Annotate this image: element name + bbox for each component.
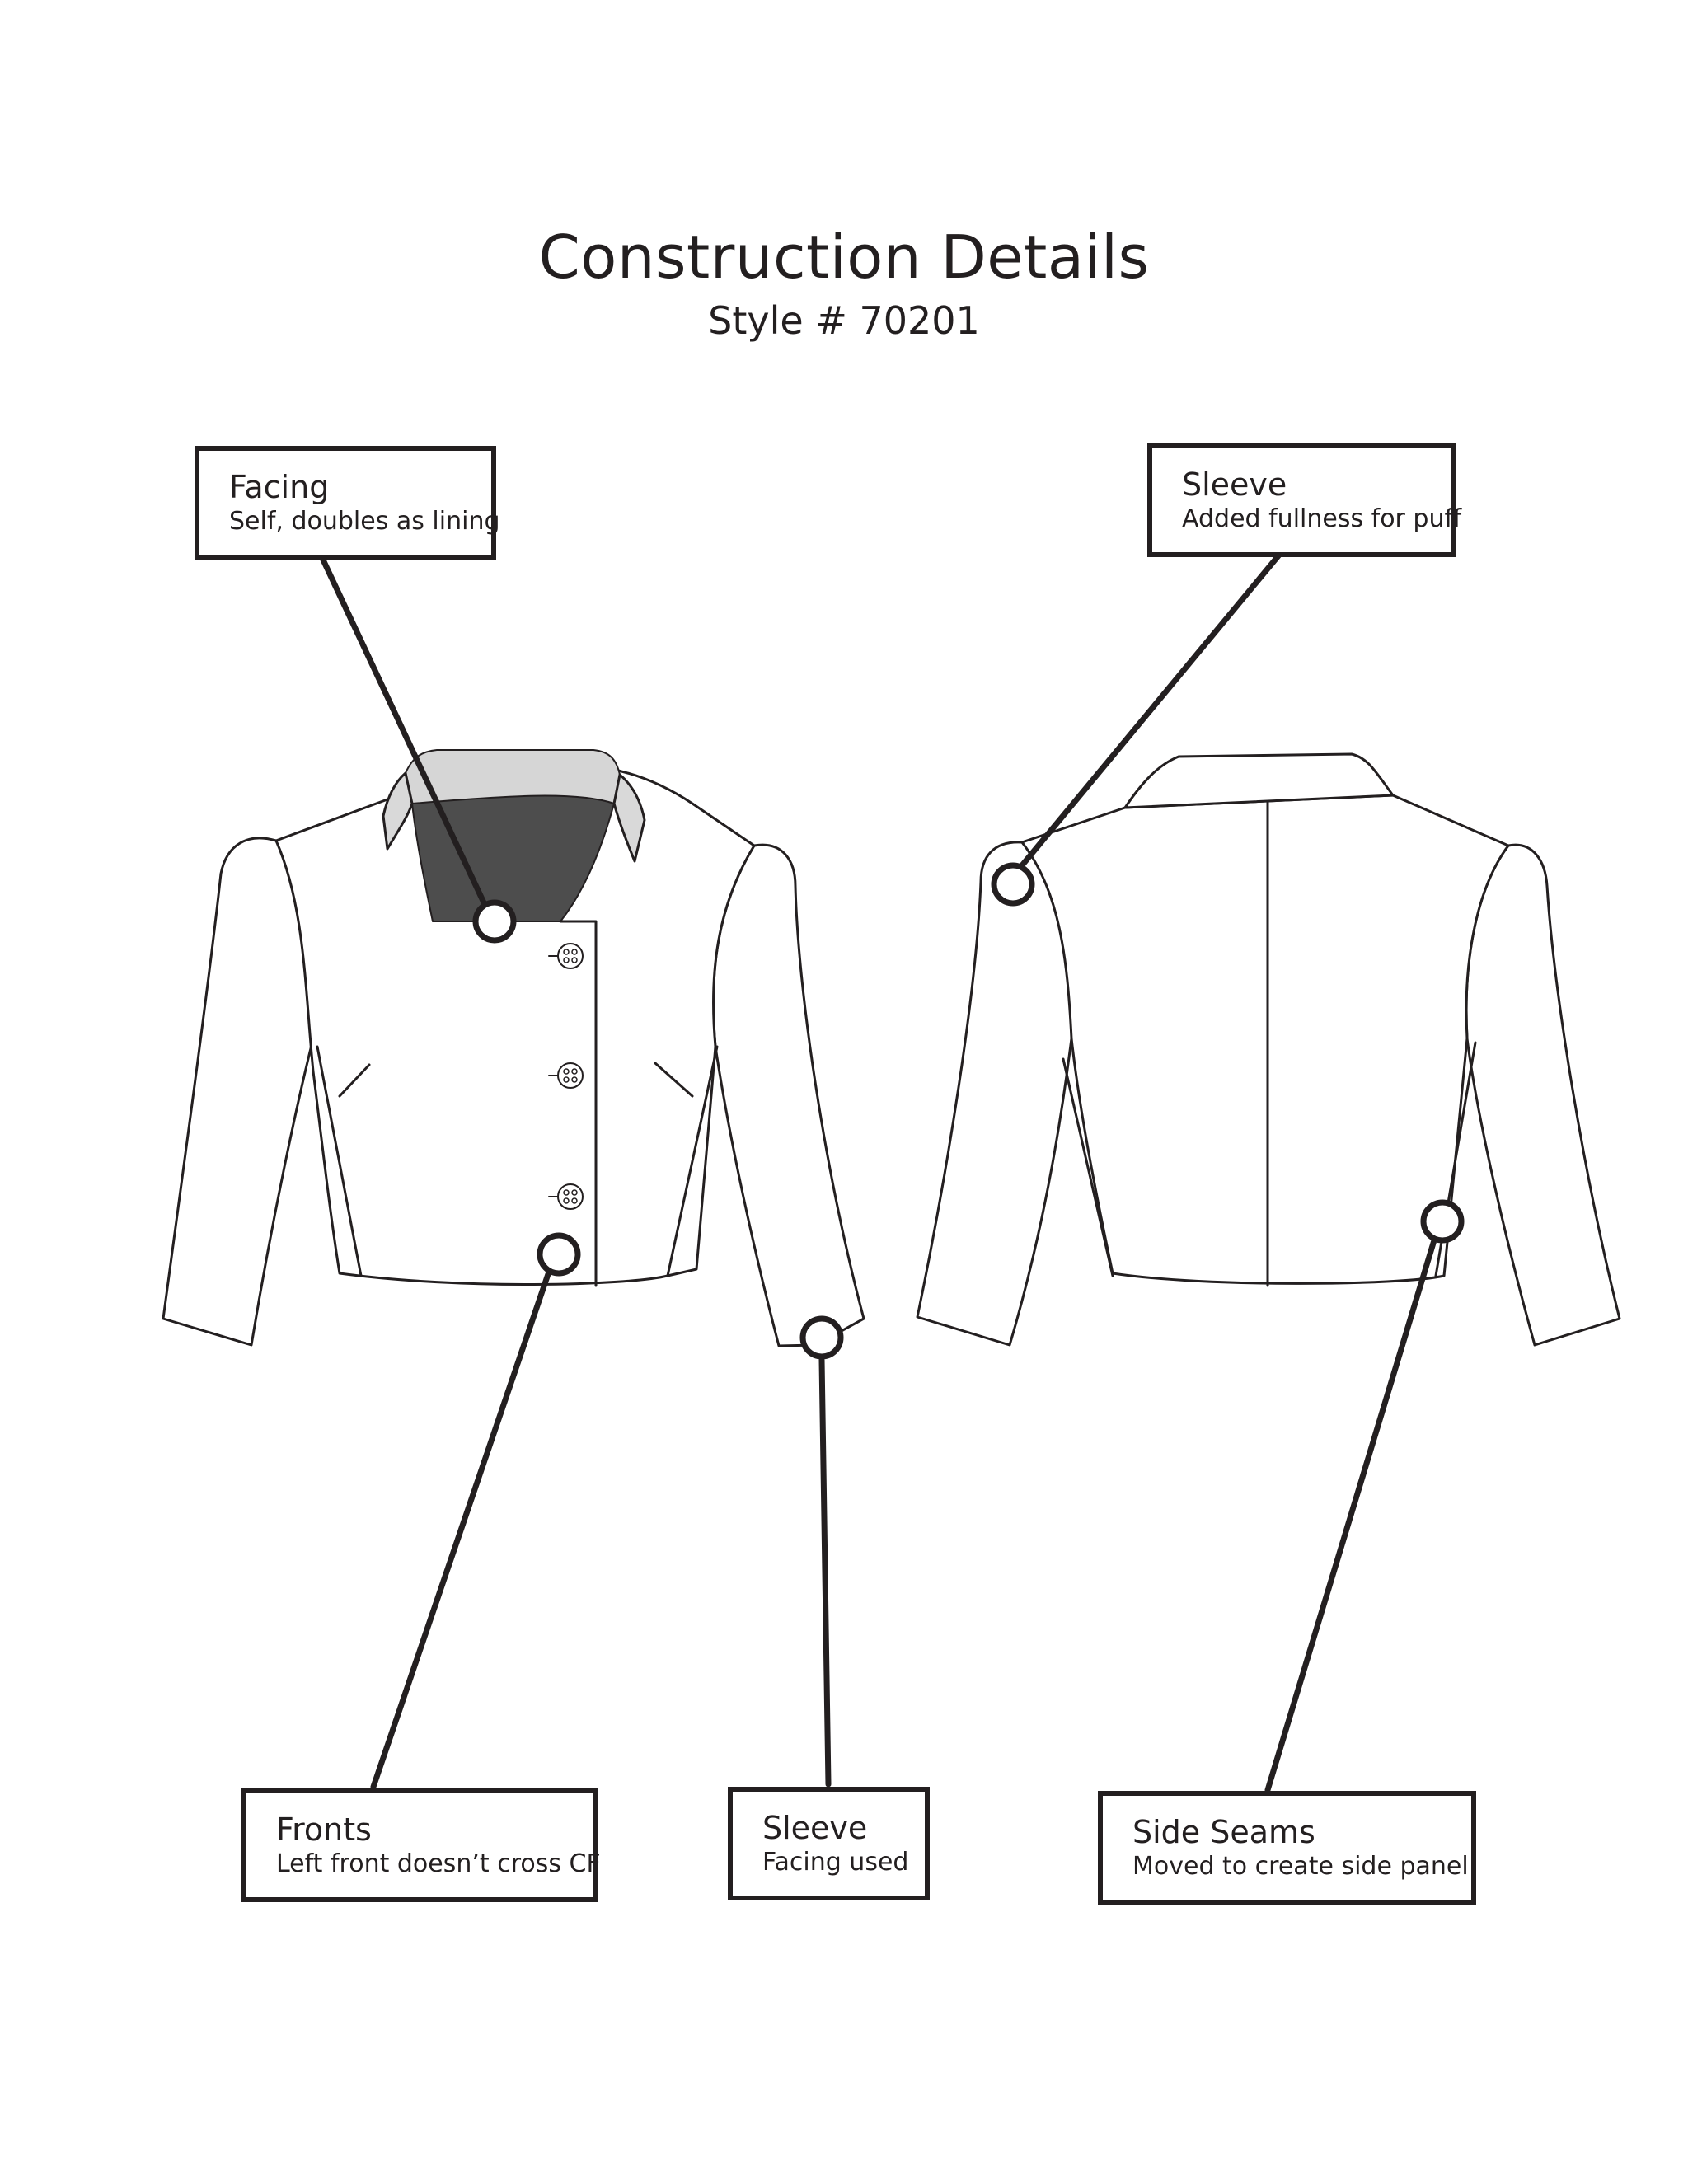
back-side-seam-left xyxy=(1062,1057,1114,1277)
front-button-2 xyxy=(548,1062,584,1089)
callout-markers xyxy=(472,862,1465,1360)
back-left-sleeve xyxy=(916,841,1076,1347)
front-left-sleeve xyxy=(162,837,320,1347)
front-dart-left xyxy=(338,1063,371,1098)
callout-sleeve-top: Sleeve Added fullness for puff xyxy=(1147,443,1462,557)
front-dart-right xyxy=(654,1062,694,1098)
callout-side-seams-detail: Moved to create side panel xyxy=(1132,1852,1469,1881)
front-side-seam-left xyxy=(316,1045,363,1277)
front-facing xyxy=(411,794,615,922)
callout-facing-detail: Self, doubles as lining xyxy=(229,507,500,536)
callout-sleeve-bottom: Sleeve Facing used xyxy=(728,1787,930,1900)
leader-facing xyxy=(318,553,492,916)
callout-facing-title: Facing xyxy=(229,469,330,505)
back-collar xyxy=(1123,752,1395,809)
leader-lines xyxy=(318,551,1437,1793)
leader-sleeve-top xyxy=(1019,551,1283,869)
front-collar-left xyxy=(382,771,414,851)
style-number: Style # 70201 xyxy=(708,298,980,343)
jacket-front-view xyxy=(162,749,865,1347)
marker-facing xyxy=(472,899,517,944)
callout-sleeve-top-title: Sleeve xyxy=(1182,466,1287,503)
marker-sleeve-top xyxy=(991,862,1035,907)
callout-sleeve-bottom-title: Sleeve xyxy=(762,1810,868,1846)
front-side-seam-right xyxy=(666,1045,719,1277)
front-collar-band xyxy=(405,749,621,804)
back-right-sleeve xyxy=(1465,843,1621,1347)
front-right-sleeve xyxy=(712,843,865,1347)
jacket-back-view xyxy=(916,752,1621,1347)
front-collar-right xyxy=(612,773,646,863)
front-overlap-edge xyxy=(559,920,598,1287)
leader-side-seams xyxy=(1264,1237,1437,1793)
callout-facing: Facing Self, doubles as lining xyxy=(195,446,500,560)
callout-sleeve-bottom-detail: Facing used xyxy=(762,1848,909,1877)
callout-fronts: Fronts Left front doesn’t cross CF xyxy=(241,1788,601,1902)
page-title: Construction Details xyxy=(538,223,1150,292)
front-button-3 xyxy=(548,1183,584,1210)
callout-sleeve-top-detail: Added fullness for puff xyxy=(1182,504,1462,533)
front-button-1 xyxy=(548,943,584,969)
leader-sleeve-bottom xyxy=(818,1357,832,1788)
callout-fronts-title: Fronts xyxy=(276,1811,372,1848)
callout-fronts-detail: Left front doesn’t cross CF xyxy=(276,1849,601,1878)
callout-side-seams-title: Side Seams xyxy=(1132,1814,1315,1850)
marker-sleeve-bottom xyxy=(799,1315,844,1360)
marker-side-seams xyxy=(1420,1199,1465,1244)
back-body xyxy=(1020,794,1510,1285)
leader-fronts xyxy=(370,1271,551,1790)
marker-fronts xyxy=(537,1232,581,1277)
callout-side-seams: Side Seams Moved to create side panel xyxy=(1098,1791,1476,1905)
